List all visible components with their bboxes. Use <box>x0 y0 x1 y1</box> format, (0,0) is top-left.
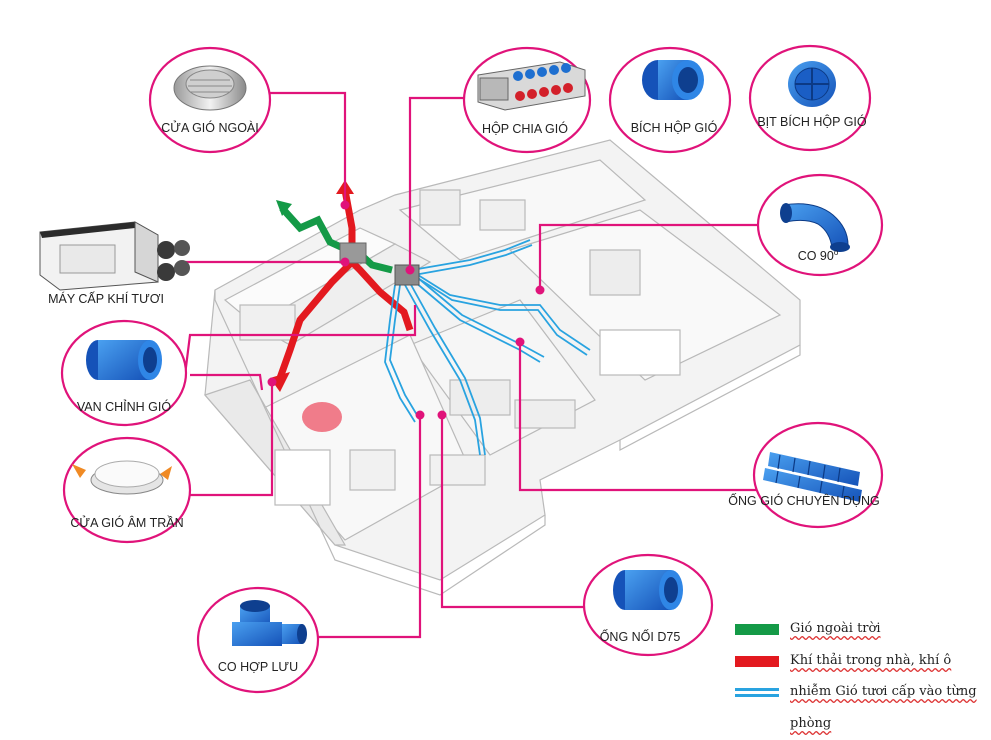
distribution-box-icon <box>477 61 586 111</box>
legend-blue-swatch <box>735 688 779 691</box>
legend-blue-label: nhiễm Gió tươi cấp vào từng <box>790 684 977 699</box>
outdoor-vent-label: CỬA GIÓ NGOÀI <box>161 120 259 135</box>
legend-blue-label-cont: phòng <box>790 716 832 731</box>
fresh-air-unit-label: MÁY CẤP KHÍ TƯƠI <box>48 291 164 306</box>
legend-green-label: Gió ngoài trời <box>790 621 881 636</box>
callout-connector-d75: ỐNG NỐI D75 <box>582 553 714 657</box>
junction-box-label: CO HỢP LƯU <box>218 660 298 674</box>
callout-outdoor-vent: CỬA GIÓ NGOÀI <box>148 46 272 154</box>
outdoor-vent-icon <box>173 65 247 111</box>
callout-box-flange: BÍCH HỘP GIÓ <box>608 46 732 154</box>
elbow-90-label: CO 90o <box>798 248 839 263</box>
connector-d75-label: ỐNG NỐI D75 <box>600 629 681 644</box>
callout-special-duct: ỐNG GIÓ CHUYÊN DỤNG <box>728 421 884 529</box>
callout-flange-cap: BỊT BÍCH HỘP GIÓ <box>748 44 872 152</box>
ceiling-diffuser-label: CỬA GIÓ ÂM TRẦN <box>70 515 183 530</box>
callout-leaders <box>183 91 760 639</box>
junction-box-icon <box>232 600 307 646</box>
ceiling-lamp-illustration <box>302 402 342 432</box>
box-flange-icon <box>642 60 704 100</box>
damper-icon <box>86 340 162 380</box>
elbow-90-degree-sup: o <box>834 248 839 257</box>
callout-fresh-air-unit: MÁY CẤP KHÍ TƯƠI <box>39 221 190 306</box>
distribution-box-label: HỘP CHIA GIÓ <box>482 121 568 136</box>
flange-cap-label: BỊT BÍCH HỘP GIÓ <box>757 114 867 129</box>
legend-blue-swatch-2 <box>735 694 779 697</box>
box-flange-label: BÍCH HỘP GIÓ <box>631 120 718 135</box>
damper-label: VAN CHỈNH GIÓ <box>77 399 171 414</box>
callout-ceiling-diffuser: CỬA GIÓ ÂM TRẦN <box>62 436 192 544</box>
callout-junction-box: CO HỢP LƯU <box>196 586 320 694</box>
house-illustration <box>203 139 801 596</box>
special-duct-icon <box>763 452 862 502</box>
callout-damper: VAN CHỈNH GIÓ <box>60 319 188 427</box>
fresh-air-unit-icon <box>39 221 190 291</box>
legend-green-swatch <box>735 624 779 635</box>
legend-red-label: Khí thải trong nhà, khí ô <box>790 653 952 668</box>
flange-cap-icon <box>788 61 836 107</box>
callout-leader-dots <box>267 200 545 420</box>
elbow-90-label-text: CO 90 <box>798 249 834 263</box>
ceiling-diffuser-icon <box>72 460 172 495</box>
callout-distribution-box: HỘP CHIA GIÓ <box>462 46 592 154</box>
legend-red-swatch <box>735 656 779 667</box>
special-duct-label: ỐNG GIÓ CHUYÊN DỤNG <box>728 493 879 508</box>
callout-elbow-90: CO 90o <box>756 173 884 277</box>
elbow-90-icon <box>780 203 850 252</box>
connector-d75-icon <box>613 570 683 610</box>
